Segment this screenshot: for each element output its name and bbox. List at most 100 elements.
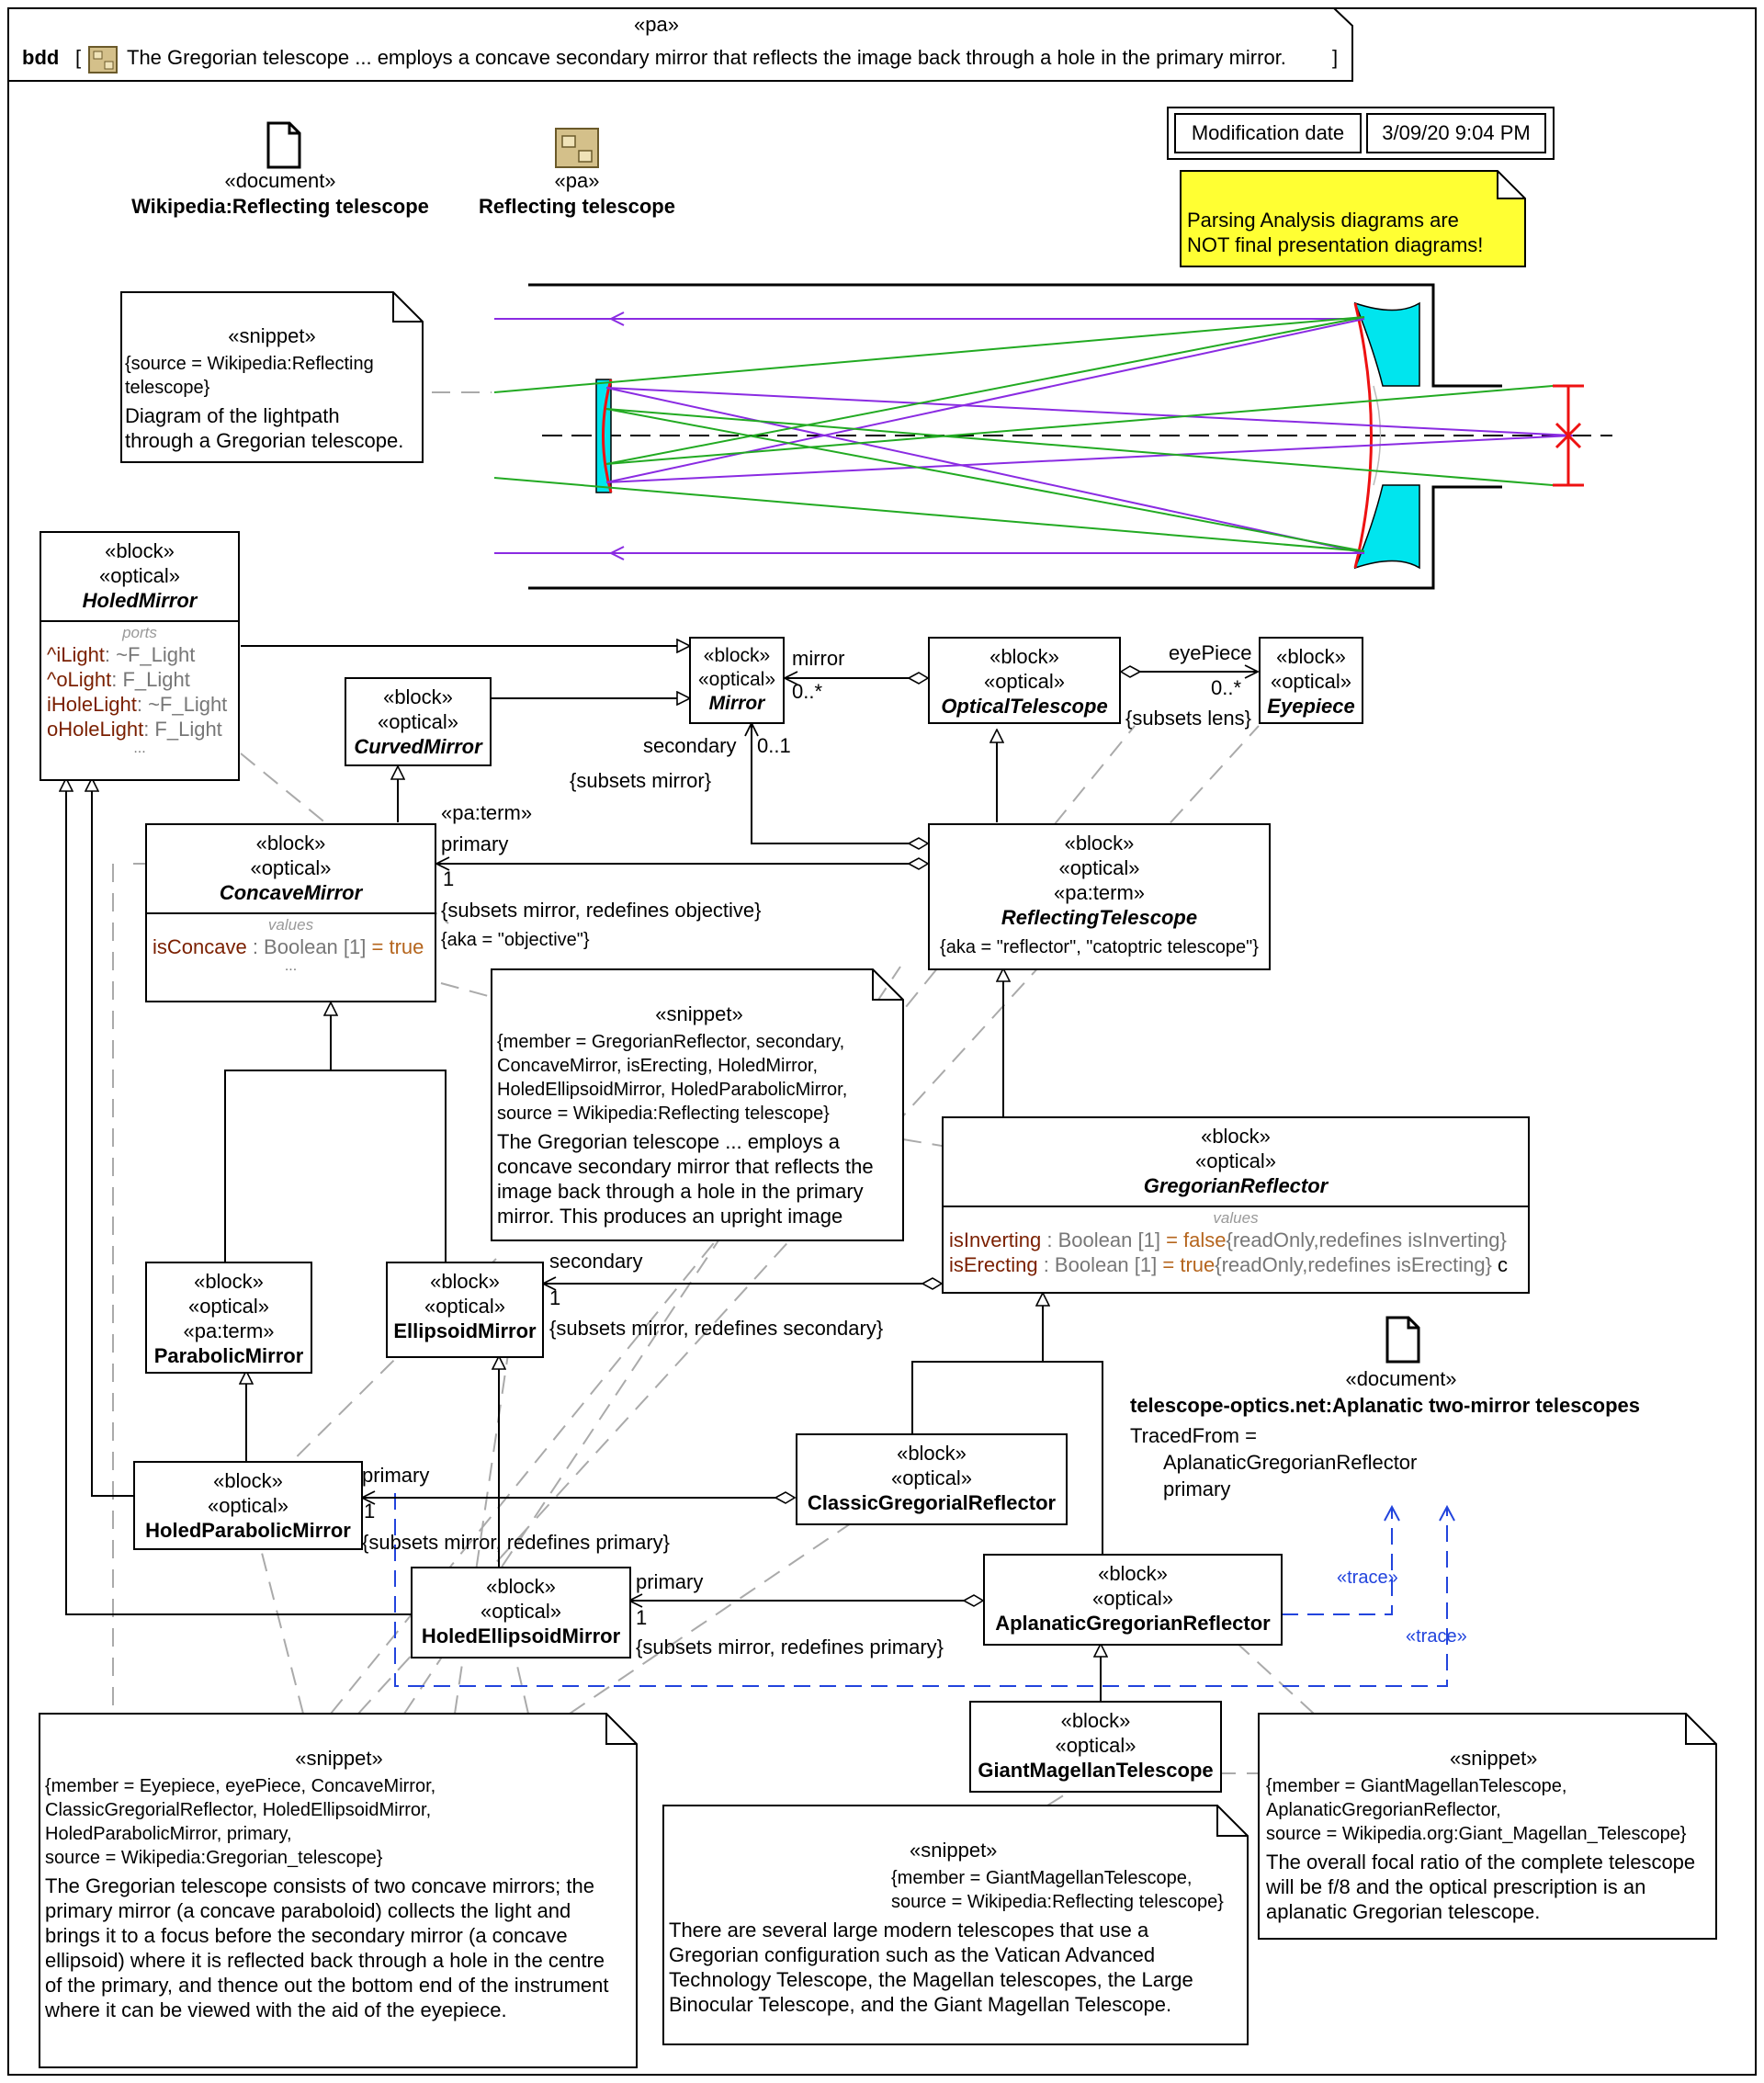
warning-line-2: NOT final presentation diagrams! xyxy=(1187,233,1484,256)
value-tag: {readOnly,redefines isErecting} xyxy=(1215,1253,1492,1276)
snippet-stereotype: «snippet» xyxy=(655,1002,743,1025)
document-stereotype: «document» xyxy=(224,169,336,192)
block-curved-mirror[interactable]: «block» «optical» CurvedMirror xyxy=(345,677,492,766)
values-compartment: values isInverting : Boolean [1] = false… xyxy=(944,1206,1528,1281)
role-label: secondary xyxy=(643,734,737,757)
block-ellipsoid-mirror[interactable]: «block» «optical» EllipsoidMirror xyxy=(386,1262,544,1358)
snippet-middle[interactable]: «snippet» {member = GregorianReflector, … xyxy=(497,1002,901,1228)
block-classic-gregorial-reflector[interactable]: «block» «optical» ClassicGregorialReflec… xyxy=(796,1433,1068,1525)
block-tag: {aka = "reflector", "catoptric telescope… xyxy=(940,937,1259,957)
frame-bracket-close: ] xyxy=(1332,46,1339,69)
block-stereotype: «optical» xyxy=(890,1466,973,1489)
document-wikipedia[interactable]: «document» Wikipedia:Reflecting telescop… xyxy=(124,168,436,220)
modification-date-value: 3/09/20 9:04 PM xyxy=(1366,113,1546,153)
multiplicity-label: 1 xyxy=(636,1606,648,1629)
frame-stereotype: «pa» xyxy=(634,13,679,36)
block-stereotype: «block» xyxy=(703,645,771,666)
block-stereotype: «block» xyxy=(989,645,1059,668)
block-stereotype: «optical» xyxy=(187,1295,270,1318)
snippet-top[interactable]: «snippet» {source = Wikipedia:Reflecting… xyxy=(125,323,419,453)
value-type: : Boolean [1] xyxy=(1041,1228,1160,1251)
multiplicity-label: 1 xyxy=(364,1500,376,1523)
snippet-bottom-middle[interactable]: «snippet» {member = GiantMagellanTelesco… xyxy=(669,1838,1243,2017)
document-telescope-optics[interactable]: «document» telescope-optics.net:Aplanati… xyxy=(1130,1365,1672,1502)
block-stereotype: «optical» xyxy=(1091,1587,1174,1610)
snippet-tag: HoledEllipsoidMirror, HoledParabolicMirr… xyxy=(497,1080,848,1100)
block-name: Mirror xyxy=(708,693,765,714)
package-icon xyxy=(88,46,118,74)
block-name: GregorianReflector xyxy=(1143,1174,1329,1197)
block-stereotype: «block» xyxy=(1064,832,1135,855)
block-stereotype: «optical» xyxy=(424,1295,506,1318)
value-default: = true xyxy=(1162,1253,1216,1276)
block-concave-mirror[interactable]: «block» «optical» ConcaveMirror values i… xyxy=(145,823,436,1002)
snippet-text: The Gregorian telescope ... employs a xyxy=(497,1130,840,1153)
block-aplanatic-gregorian-reflector[interactable]: «block» «optical» AplanaticGregorianRefl… xyxy=(983,1554,1283,1646)
snippet-tag: source = Wikipedia:Gregorian_telescope} xyxy=(45,1848,383,1868)
port-type: : F_Light xyxy=(111,668,190,691)
block-reflecting-telescope[interactable]: «block» «optical» «pa:term» ReflectingTe… xyxy=(928,823,1271,970)
snippet-tag: AplanaticGregorianReflector, xyxy=(1266,1800,1501,1820)
constraint-label: {subsets mirror, redefines secondary} xyxy=(549,1317,884,1340)
value-default: = true xyxy=(371,935,424,958)
snippet-tag: HoledParabolicMirror, primary, xyxy=(45,1824,292,1844)
role-label: eyePiece xyxy=(1169,641,1252,664)
snippet-text: will be f/8 and the optical prescription… xyxy=(1266,1875,1646,1898)
snippet-stereotype: «snippet» xyxy=(910,1839,998,1862)
snippet-stereotype: «snippet» xyxy=(228,324,316,347)
block-stereotype: «block» xyxy=(1201,1125,1271,1148)
multiplicity-label: 0..* xyxy=(792,680,823,703)
document-icon xyxy=(1385,1316,1420,1364)
snippet-text: through a Gregorian telescope. xyxy=(125,429,404,452)
snippet-stereotype: «snippet» xyxy=(1450,1747,1538,1770)
block-name: Eyepiece xyxy=(1267,695,1355,718)
role-label: primary xyxy=(362,1464,430,1487)
snippet-text: aplanatic Gregorian telescope. xyxy=(1266,1900,1541,1923)
stereotype-label: «pa:term» xyxy=(441,801,533,824)
block-stereotype: «optical» xyxy=(480,1600,562,1623)
block-stereotype: «block» xyxy=(1276,645,1346,668)
port-type: : F_Light xyxy=(143,718,222,741)
block-eyepiece[interactable]: «block» «optical» Eyepiece xyxy=(1259,637,1363,724)
frame-kind: bdd xyxy=(22,46,60,69)
compartment-more: ... xyxy=(133,741,146,756)
block-gregorian-reflector[interactable]: «block» «optical» GregorianReflector val… xyxy=(942,1116,1530,1294)
traced-from-label: TracedFrom = xyxy=(1130,1424,1257,1447)
block-name: GiantMagellanTelescope xyxy=(978,1759,1214,1782)
block-optical-telescope[interactable]: «block» «optical» OpticalTelescope xyxy=(928,637,1121,724)
snippet-bottom-left[interactable]: «snippet» {member = Eyepiece, eyePiece, … xyxy=(45,1746,633,2022)
block-holed-parabolic-mirror[interactable]: «block» «optical» HoledParabolicMirror xyxy=(133,1461,363,1550)
traced-from-item: AplanaticGregorianReflector xyxy=(1163,1451,1418,1474)
value-default: = false xyxy=(1166,1228,1227,1251)
snippet-text: brings it to a focus before the secondar… xyxy=(45,1924,568,1947)
block-holed-mirror[interactable]: «block» «optical» HoledMirror ports ^iLi… xyxy=(40,531,240,781)
block-holed-ellipsoid-mirror[interactable]: «block» «optical» HoledEllipsoidMirror xyxy=(411,1567,631,1658)
trace-label: «trace» xyxy=(1406,1626,1467,1647)
block-name: OpticalTelescope xyxy=(941,695,1108,718)
block-stereotype: «optical» xyxy=(1194,1149,1277,1172)
port-name: ^oLight xyxy=(47,668,112,691)
block-mirror[interactable]: «block» «optical» Mirror xyxy=(689,637,785,724)
block-stereotype: «block» xyxy=(383,685,453,708)
snippet-text: The overall focal ratio of the complete … xyxy=(1266,1851,1696,1874)
warning-line-1: Parsing Analysis diagrams are xyxy=(1187,209,1459,232)
block-stereotype: «optical» xyxy=(250,856,332,879)
snippet-text: The Gregorian telescope consists of two … xyxy=(45,1874,594,1897)
values-compartment: values isConcave : Boolean [1] = true ..… xyxy=(147,912,435,978)
block-stereotype: «optical» xyxy=(1270,670,1352,693)
snippet-text: Technology Telescope, the Magellan teles… xyxy=(669,1968,1193,1991)
block-giant-magellan-telescope[interactable]: «block» «optical» GiantMagellanTelescope xyxy=(969,1701,1222,1793)
block-parabolic-mirror[interactable]: «block» «optical» «pa:term» ParabolicMir… xyxy=(145,1262,312,1374)
snippet-tag: {source = Wikipedia:Reflecting xyxy=(125,354,374,374)
block-name: AplanaticGregorianReflector xyxy=(995,1612,1271,1635)
value-type: : Boolean [1] xyxy=(1037,1253,1158,1276)
snippet-tag: {member = GiantMagellanTelescope, xyxy=(1266,1776,1567,1796)
constraint-label: {subsets mirror, redefines primary} xyxy=(362,1531,671,1554)
snippet-bottom-right[interactable]: «snippet» {member = GiantMagellanTelesco… xyxy=(1266,1746,1712,1924)
constraint-label: {subsets lens} xyxy=(1125,707,1251,730)
trace-label: «trace» xyxy=(1337,1568,1398,1588)
pa-reflecting-telescope[interactable]: «pa» Reflecting telescope xyxy=(467,168,687,220)
ports-compartment: ports ^iLight: ~F_Light ^oLight: F_Light… xyxy=(41,620,238,760)
snippet-text: There are several large modern telescope… xyxy=(669,1919,1149,1941)
